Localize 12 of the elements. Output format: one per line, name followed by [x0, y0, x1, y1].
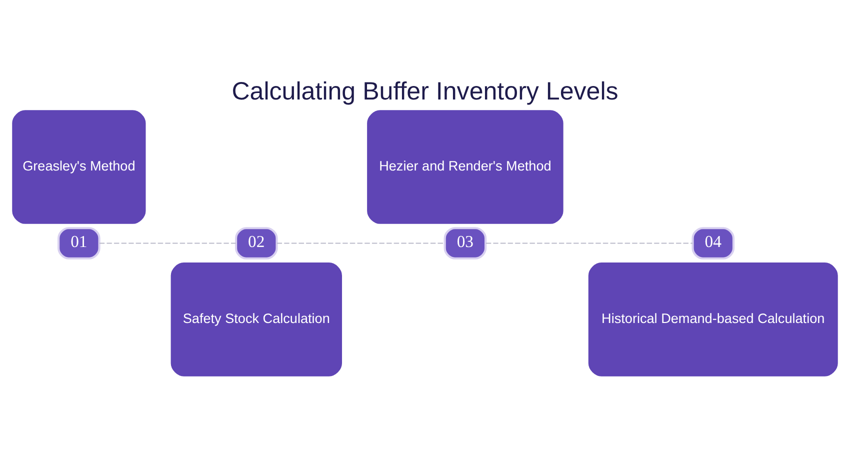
node-box: 03	[444, 226, 487, 259]
node-box: Safety Stock Calculation	[170, 262, 342, 376]
connector	[276, 242, 445, 244]
node-box: Historical Demand-based Calculation	[588, 262, 838, 376]
diagram-title: Calculating Buffer Inventory Levels	[232, 76, 618, 105]
node-box: 02	[235, 226, 278, 259]
connector	[486, 242, 693, 244]
node-box: Greasley's Method	[12, 110, 146, 224]
node-box: Hezier and Render's Method	[367, 110, 564, 224]
node-box: 01	[58, 226, 100, 259]
node-box: 04	[692, 226, 735, 259]
connector	[99, 242, 236, 244]
